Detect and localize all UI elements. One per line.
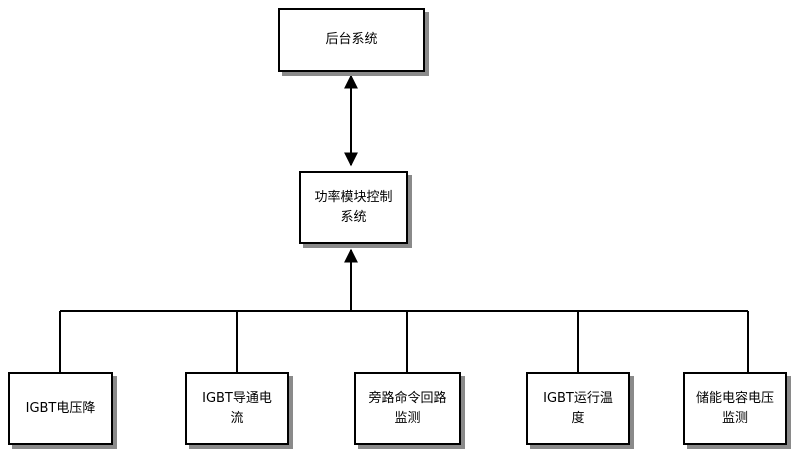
backend-system-box: 后台系统 xyxy=(278,8,425,72)
bypass-loop-label-line1: 旁路命令回路 xyxy=(368,390,447,406)
power-module-label-line1: 功率模块控制 xyxy=(314,189,393,205)
igbt-voltage-drop-label: IGBT电压降 xyxy=(25,400,96,416)
power-module-control-box: 功率模块控制 系统 xyxy=(299,171,408,244)
igbt-current-label-line1: IGBT导通电 xyxy=(202,390,272,406)
igbt-operating-temperature-box: IGBT运行温 度 xyxy=(526,372,630,445)
bypass-command-loop-box: 旁路命令回路 监测 xyxy=(354,372,461,445)
capacitor-voltage-label-line2: 监测 xyxy=(721,410,748,426)
bypass-loop-label-line2: 监测 xyxy=(394,410,421,426)
igbt-temperature-label-line1: IGBT运行温 xyxy=(543,390,613,406)
igbt-current-label-line2: 流 xyxy=(230,410,244,426)
igbt-conduction-current-box: IGBT导通电 流 xyxy=(185,372,289,445)
power-module-label-line2: 系统 xyxy=(340,209,367,225)
capacitor-voltage-label-line1: 储能电容电压 xyxy=(695,390,774,406)
backend-system-label: 后台系统 xyxy=(325,32,378,47)
igbt-voltage-drop-box: IGBT电压降 xyxy=(8,372,113,445)
capacitor-voltage-monitor-box: 储能电容电压 监测 xyxy=(683,372,787,445)
igbt-temperature-label-line2: 度 xyxy=(571,410,585,426)
